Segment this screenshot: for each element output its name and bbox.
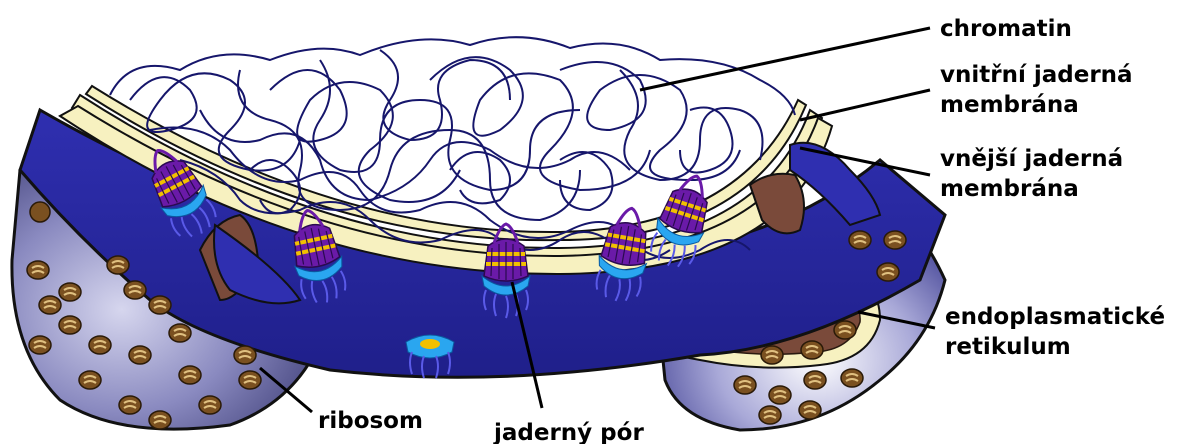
label-inner-membrane-line1: vnitřní jaderná	[940, 62, 1133, 88]
label-ribosome: ribosom	[318, 408, 423, 434]
label-inner-membrane-line2: membrána	[940, 92, 1079, 118]
label-nuclear-pore: jaderný pór	[493, 420, 644, 444]
label-er-line1: endoplasmatické	[945, 304, 1165, 330]
label-chromatin: chromatin	[940, 16, 1072, 42]
label-outer-membrane-line1: vnější jaderná	[940, 146, 1123, 172]
label-outer-membrane-line2: membrána	[940, 176, 1079, 202]
label-er-line2: retikulum	[945, 334, 1071, 360]
